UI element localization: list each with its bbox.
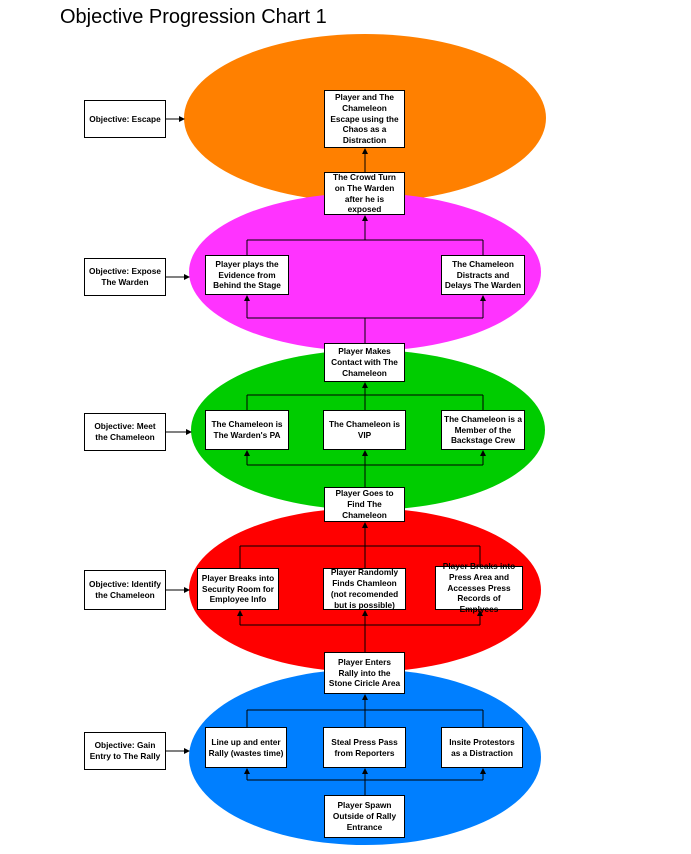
page-title: Objective Progression Chart 1 xyxy=(60,6,327,28)
objective-identify: Objective: Identify the Chameleon xyxy=(84,570,166,610)
node-contact: Player Makes Contact with The Chameleon xyxy=(324,343,405,382)
node-steal: Steal Press Pass from Reporters xyxy=(323,727,406,768)
node-vip: The Chameleon is VIP xyxy=(323,410,406,450)
node-evidence: Player plays the Evidence from Behind th… xyxy=(205,255,289,295)
node-pa: The Chameleon is The Warden's PA xyxy=(205,410,289,450)
node-enters: Player Enters Rally into the Stone Ciric… xyxy=(324,652,405,694)
node-security: Player Breaks into Security Room for Emp… xyxy=(197,568,279,610)
objective-entry: Objective: Gain Entry to The Rally xyxy=(84,732,166,770)
node-escape: Player and The Chameleon Escape using th… xyxy=(324,90,405,148)
node-lineup: Line up and enter Rally (wastes time) xyxy=(205,727,287,768)
node-spawn: Player Spawn Outside of Rally Entrance xyxy=(324,795,405,838)
objective-expose: Objective: Expose The Warden xyxy=(84,258,166,296)
objective-meet: Objective: Meet the Chameleon xyxy=(84,413,166,451)
node-crowd: The Crowd Turn on The Warden after he is… xyxy=(324,172,405,215)
objective-escape: Objective: Escape xyxy=(84,100,166,138)
node-press: Player Breaks into Press Area and Access… xyxy=(435,561,523,614)
node-random: Player Randomly Finds Chamleon (not reco… xyxy=(323,567,406,610)
connectors xyxy=(166,116,486,795)
node-distracts: The Chameleon Distracts and Delays The W… xyxy=(441,255,525,295)
node-find: Player Goes to Find The Chameleon xyxy=(324,487,405,522)
node-crew: The Chameleon is a Member of the Backsta… xyxy=(441,410,525,450)
node-insite: Insite Protestors as a Distraction xyxy=(441,727,523,768)
ellipse-expose xyxy=(189,193,541,351)
